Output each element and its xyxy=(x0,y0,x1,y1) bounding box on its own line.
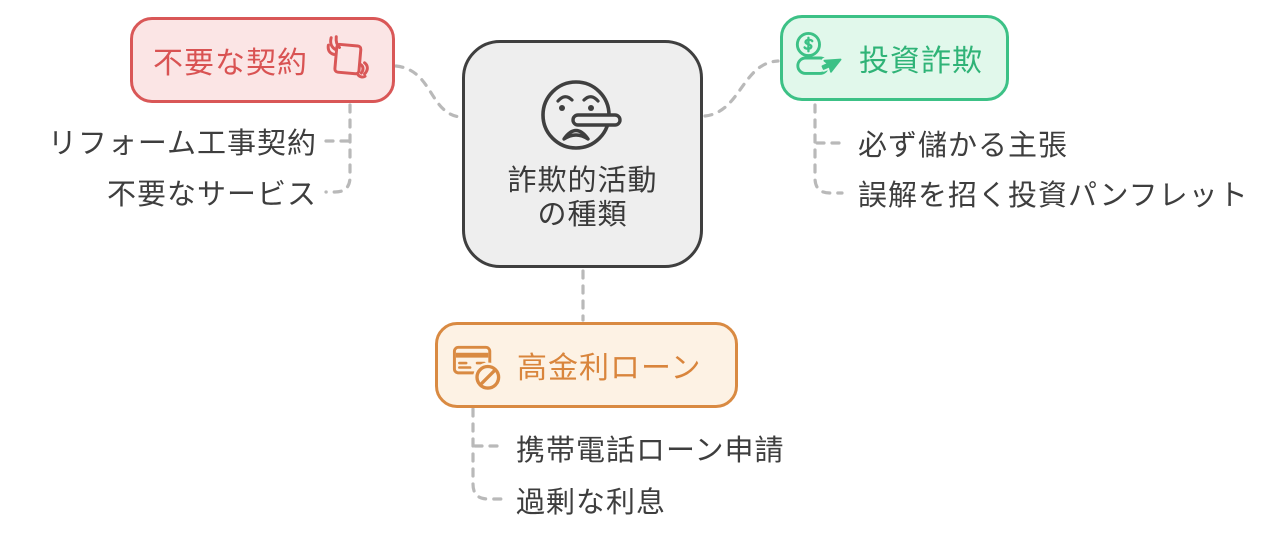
connector-center-to-investment xyxy=(703,59,780,118)
connector-contracts-to-center xyxy=(394,64,462,119)
child-label-guaranteed-profit-claims: 必ず儲かる主張 xyxy=(858,128,1069,162)
branch-label-high-interest-loans: 高金利ローン xyxy=(517,351,702,386)
branch-node-high-interest-loans: 高金利ローン xyxy=(435,322,738,408)
connector-investment-children-spine xyxy=(813,103,844,195)
prohibition-sign xyxy=(475,364,501,390)
lying-face-icon xyxy=(540,80,622,150)
dollar-coin xyxy=(795,31,821,58)
center-label-line1: 詐欺的活動 xyxy=(507,163,658,197)
cursor-arrow xyxy=(819,56,844,75)
branch-label-unwanted-contracts: 不要な契約 xyxy=(153,46,308,81)
frown-mouth xyxy=(561,128,590,141)
child-label-reform-contract: リフォーム工事契約 xyxy=(47,126,317,160)
hand-holding-contract-icon xyxy=(326,35,369,79)
child-label-unneeded-services: 不要なサービス xyxy=(106,177,317,211)
branch-label-investment-fraud: 投資詐欺 xyxy=(859,44,983,79)
center-node: 詐欺的活動 の種類 xyxy=(462,40,703,268)
branch-node-investment-fraud: 投資詐欺 xyxy=(780,15,1009,101)
center-label-line2: の種類 xyxy=(537,197,628,231)
center-node-label: 詐欺的活動 の種類 xyxy=(507,163,657,231)
dollar-coin-click-icon xyxy=(795,31,844,75)
branch-node-unwanted-contracts: 不要な契約 xyxy=(130,17,395,103)
connector-loans-children-spine xyxy=(471,407,503,501)
child-label-excessive-interest: 過剰な利息 xyxy=(516,485,667,519)
child-label-misleading-pamphlets: 誤解を招く投資パンフレット xyxy=(858,178,1249,212)
credit-card-blocked-icon xyxy=(452,345,503,392)
connector-contracts-children-spine xyxy=(324,103,352,194)
credit-card xyxy=(452,345,492,374)
long-nose xyxy=(570,113,622,127)
child-label-mobile-loan-application: 携帯電話ローン申請 xyxy=(516,433,785,467)
